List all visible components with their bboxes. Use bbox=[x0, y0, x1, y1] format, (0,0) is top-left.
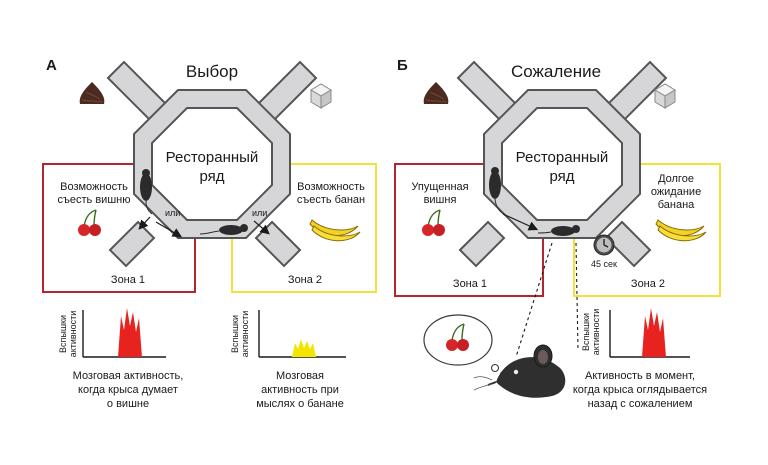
zone-1-text-line-1: Возможность bbox=[60, 181, 128, 193]
center-label-line-2: ряд bbox=[549, 168, 574, 185]
regret-lookback-lines bbox=[515, 242, 579, 358]
thought-bubble bbox=[423, 314, 506, 377]
maze-arm-bottom-left bbox=[108, 220, 156, 268]
graph-caption-line-2: когда крыса думает bbox=[78, 384, 178, 396]
zone-2-text-line-1: Долгое bbox=[658, 173, 694, 185]
panel-b-title: Сожаление bbox=[511, 62, 601, 81]
activity-graph-regret: Вспышки активности bbox=[581, 308, 690, 358]
panel-a-letter: А bbox=[46, 57, 57, 74]
clock-icon bbox=[593, 234, 615, 256]
graph-caption-line-1: Активность в момент, bbox=[585, 370, 695, 382]
zone-2-label: Зона 2 bbox=[288, 274, 322, 286]
maze-arm-bottom-right bbox=[604, 220, 652, 268]
graph-ylabel-line-2: активности bbox=[591, 309, 601, 356]
rat-icon bbox=[140, 169, 153, 215]
or-label: или bbox=[252, 208, 267, 218]
graph-ylabel-line-1: Вспышки bbox=[230, 315, 240, 353]
panel-a-title: Выбор bbox=[186, 62, 238, 81]
center-label-line-2: ряд bbox=[199, 168, 224, 185]
panel-a: А Выбор Ресторанный ряд bbox=[42, 57, 377, 410]
timer-label: 45 сек bbox=[591, 259, 617, 269]
cherry-icon bbox=[78, 209, 101, 236]
rat-head-icon bbox=[473, 344, 566, 398]
graph-caption-line-3: мыслях о банане bbox=[256, 398, 344, 410]
rat-icon bbox=[537, 225, 580, 236]
zone-1-text-line-1: Упущенная bbox=[411, 181, 468, 193]
center-label-line-1: Ресторанный bbox=[166, 149, 259, 166]
banana-icon bbox=[309, 219, 361, 242]
graph-ylabel-line-1: Вспышки bbox=[58, 315, 68, 353]
chocolate-icon bbox=[79, 82, 105, 104]
activity-graph-banana: Вспышки активности bbox=[230, 310, 346, 358]
arrow-forward bbox=[502, 213, 539, 231]
graph-caption-line-2: активность при bbox=[261, 384, 339, 396]
panel-b: Б Сожаление Ресторанный ряд bbox=[394, 57, 721, 410]
center-label-line-1: Ресторанный bbox=[516, 149, 609, 166]
zone-2-text-line-2: ожидание bbox=[651, 186, 701, 198]
maze-track bbox=[106, 60, 318, 268]
choice-arrows bbox=[138, 216, 183, 238]
sugar-cube-icon bbox=[310, 83, 332, 109]
rat-icon bbox=[199, 224, 248, 235]
graph-caption-line-3: о вишне bbox=[107, 398, 149, 410]
activity-peak bbox=[118, 308, 142, 357]
arrow-to-zone-2 bbox=[253, 220, 270, 235]
graph-caption-line-2: когда крыса оглядывается bbox=[573, 384, 707, 396]
zone-1-text-line-2: вишня bbox=[424, 194, 457, 206]
zone-2-text-line-3: банана bbox=[658, 199, 695, 211]
sugar-cube-icon bbox=[654, 83, 676, 109]
zone-2-text-line-2: съесть банан bbox=[297, 194, 365, 206]
zone-2-text-line-1: Возможность bbox=[297, 181, 365, 193]
graph-ylabel-line-2: активности bbox=[68, 311, 78, 358]
banana-icon bbox=[655, 219, 707, 242]
activity-graph-cherry: Вспышки активности bbox=[58, 308, 166, 358]
maze-octagon-inner bbox=[501, 107, 623, 221]
cherry-icon bbox=[446, 323, 469, 351]
activity-peak bbox=[642, 308, 666, 357]
maze-arm-bottom-left bbox=[458, 220, 506, 268]
graph-ylabel-line-1: Вспышки bbox=[581, 313, 591, 351]
zone-1-label: Зона 1 bbox=[453, 278, 487, 290]
graph-caption-line-3: назад с сожалением bbox=[588, 398, 693, 410]
rat-icon bbox=[489, 167, 505, 215]
zone-1-label: Зона 1 bbox=[111, 274, 145, 286]
cherry-icon bbox=[422, 209, 445, 236]
or-label: или bbox=[165, 208, 180, 218]
graph-ylabel-line-2: активности bbox=[240, 311, 250, 358]
maze-track bbox=[456, 60, 668, 268]
chocolate-icon bbox=[423, 82, 449, 104]
arrow-forward bbox=[155, 221, 183, 238]
panel-b-letter: Б bbox=[397, 57, 408, 74]
graph-caption-line-1: Мозговая активность, bbox=[73, 370, 184, 382]
activity-peak bbox=[292, 339, 316, 357]
graph-caption-line-1: Мозговая bbox=[276, 370, 324, 382]
arrow-to-zone-1 bbox=[138, 216, 151, 230]
zone-1-text-line-2: съесть вишню bbox=[58, 194, 131, 206]
zone-2-label: Зона 2 bbox=[631, 278, 665, 290]
maze-octagon-inner bbox=[151, 107, 273, 221]
